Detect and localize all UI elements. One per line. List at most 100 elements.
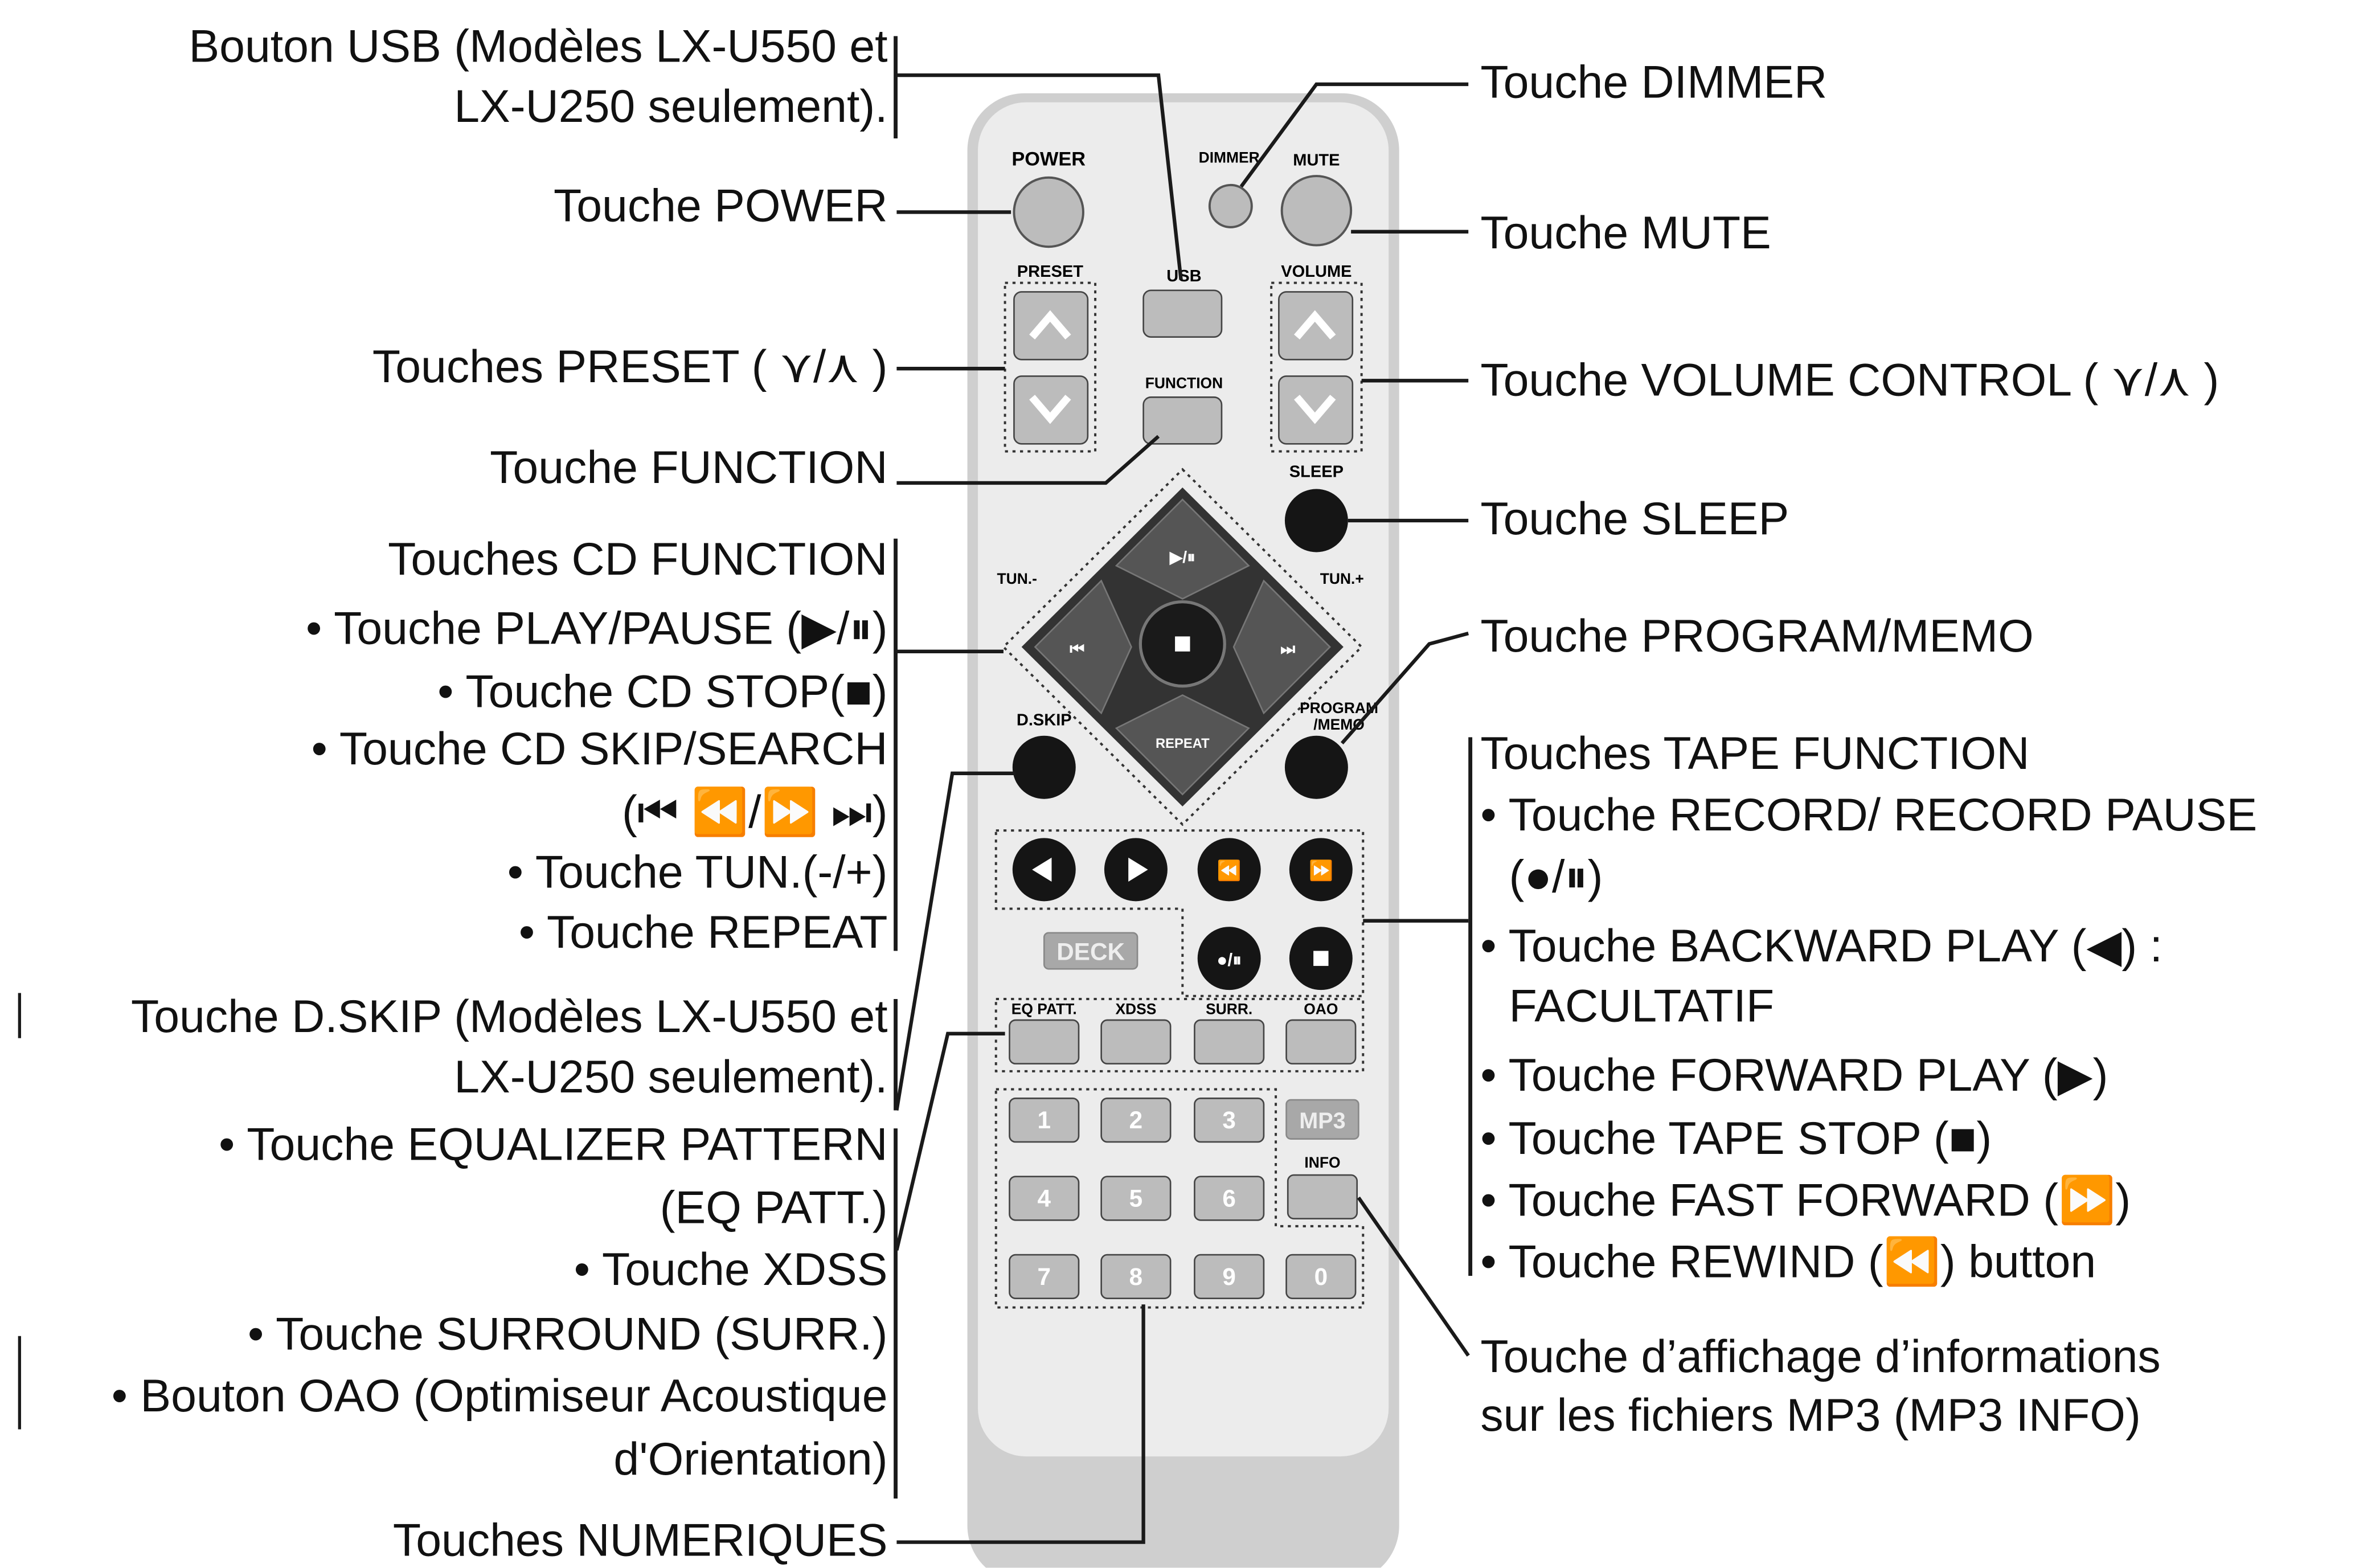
tape-record-label-line2: (●/⏸): [1509, 851, 1603, 903]
tape-fast-forward-label: • Touche FAST FORWARD (⏩): [1480, 1175, 2131, 1226]
rewind-icon: ⏪: [1217, 859, 1242, 882]
stop-icon: [1313, 951, 1329, 966]
eq-patt-key-label: EQ PATT.: [1011, 1000, 1077, 1017]
oao-label-line1: • Bouton OAO (Optimiseur Acoustique: [111, 1370, 888, 1422]
eq-label-line1: • Touche EQUALIZER PATTERN: [219, 1119, 888, 1171]
digit-key-0[interactable]: [1285, 1254, 1357, 1300]
usb-key-label: USB: [1166, 267, 1201, 285]
mute-key[interactable]: [1280, 175, 1353, 247]
xdss-key[interactable]: [1100, 1019, 1172, 1065]
chevron-up-icon: [1294, 310, 1336, 340]
skip-forward-key[interactable]: [1232, 579, 1332, 715]
mp3-info-label-line2: sur les fichiers MP3 (MP3 INFO): [1480, 1390, 2141, 1442]
stop-icon: [1175, 636, 1190, 652]
digit-key-label-8: 8: [1129, 1263, 1143, 1290]
preset-up-key[interactable]: [1013, 291, 1089, 361]
digit-key-2[interactable]: [1100, 1098, 1172, 1143]
mp3-info-label-line1: Touche d’affichage d’informations: [1480, 1331, 2161, 1383]
cd-play-pause-label: • Touche PLAY/PAUSE (▶/⏸): [305, 603, 888, 655]
cd-tun-label: • Touche TUN.(-/+): [507, 847, 888, 899]
digit-key-8[interactable]: [1100, 1254, 1172, 1300]
mute-key-label: MUTE: [1293, 152, 1340, 170]
tape-backward-label-line1: • Touche BACKWARD PLAY (◀) :: [1480, 920, 2163, 972]
program-memo-key[interactable]: [1284, 735, 1348, 799]
usb-label-line1: Bouton USB (Modèles LX-U550 et: [189, 21, 888, 72]
tape-record-label-line1: • Touche RECORD/ RECORD PAUSE: [1480, 789, 2258, 841]
dimmer-key[interactable]: [1208, 183, 1253, 228]
digit-key-4[interactable]: [1009, 1176, 1080, 1221]
digit-key-5[interactable]: [1100, 1176, 1172, 1221]
tape-group-frame: [994, 829, 1365, 997]
digit-key-label-1: 1: [1038, 1107, 1051, 1133]
dimmer-key-label: DIMMER: [1199, 149, 1260, 166]
chevron-up-icon: [1029, 310, 1071, 340]
skip-back-key[interactable]: [1034, 579, 1132, 715]
digit-key-label-7: 7: [1038, 1263, 1051, 1290]
record-pause-icon: ●/⏸: [1217, 949, 1242, 970]
volume-group-label: VOLUME: [1281, 263, 1351, 281]
preset-down-key[interactable]: [1013, 375, 1089, 445]
numeriques-label: Touches NUMERIQUES: [392, 1515, 888, 1566]
cd-skip-label-line2: (⏮ ⏪/⏩ ⏭): [622, 787, 888, 838]
skip-forward-icon: ⏭: [1280, 640, 1295, 658]
tape-rewind-label: • Touche REWIND (⏪) button: [1480, 1237, 2096, 1288]
fast-forward-key[interactable]: [1289, 838, 1353, 902]
digit-key-label-6: 6: [1222, 1185, 1236, 1212]
dskip-key[interactable]: [1012, 735, 1076, 799]
digit-key-9[interactable]: [1194, 1254, 1265, 1300]
tape-function-title: Touches TAPE FUNCTION: [1480, 728, 2030, 780]
digit-key-7[interactable]: [1009, 1254, 1080, 1300]
tun-minus-label: TUN.-: [997, 570, 1037, 587]
eq-label-line2: (EQ PATT.): [660, 1182, 888, 1234]
deck-badge-label: DECK: [1056, 938, 1125, 965]
leader-lines: [895, 73, 1470, 1544]
play-pause-icon: ▶/⏸: [1169, 548, 1195, 567]
function-key[interactable]: [1142, 396, 1223, 445]
surr-key[interactable]: [1194, 1019, 1265, 1065]
program-key-label: PROGRAM: [1300, 699, 1378, 717]
digit-key-3[interactable]: [1194, 1098, 1265, 1143]
digit-key-label-0: 0: [1314, 1263, 1328, 1290]
surround-label: • Touche SURROUND (SURR.): [247, 1309, 888, 1361]
sleep-key[interactable]: [1284, 489, 1348, 552]
repeat-key-label: REPEAT: [1156, 736, 1210, 751]
eq-patt-key[interactable]: [1009, 1019, 1080, 1065]
tape-stop-label: • Touche TAPE STOP (■): [1480, 1113, 1992, 1165]
usb-key[interactable]: [1142, 289, 1223, 338]
dimmer-label: Touche DIMMER: [1480, 57, 1828, 109]
xdss-key-label: XDSS: [1115, 1000, 1156, 1017]
chevron-down-icon: [1294, 395, 1336, 424]
function-label: Touche FUNCTION: [490, 442, 888, 494]
oao-key[interactable]: [1285, 1019, 1357, 1065]
play-pause-key[interactable]: [1115, 498, 1250, 600]
oao-label-line2: d'Orientation): [613, 1434, 888, 1485]
digit-key-6[interactable]: [1194, 1176, 1265, 1221]
fast-forward-icon: ⏩: [1309, 859, 1333, 882]
dskip-key-label: D.SKIP: [1017, 711, 1072, 729]
tape-backward-label-line2: FACULTATIF: [1509, 981, 1775, 1033]
volume-down-key[interactable]: [1278, 375, 1354, 445]
mp3-badge-label: MP3: [1299, 1108, 1345, 1133]
power-label: Touche POWER: [553, 180, 888, 232]
function-key-label: FUNCTION: [1145, 375, 1223, 392]
skip-back-icon: ⏮: [1070, 640, 1084, 658]
tape-forward-label: • Touche FORWARD PLAY (▶): [1480, 1050, 2108, 1102]
memo-key-label: /MEMO: [1313, 716, 1364, 733]
digit-key-label-9: 9: [1222, 1263, 1236, 1290]
surr-key-label: SURR.: [1206, 1000, 1252, 1017]
bracket-bars: [18, 36, 1473, 1499]
power-key[interactable]: [1013, 176, 1084, 248]
record-pause-key[interactable]: [1197, 927, 1261, 990]
xdss-label: • Touche XDSS: [574, 1244, 888, 1296]
digit-key-label-5: 5: [1129, 1185, 1143, 1212]
rewind-key[interactable]: [1197, 838, 1261, 902]
forward-play-icon: [1128, 857, 1148, 882]
mp3-info-key[interactable]: [1287, 1174, 1358, 1220]
info-key-label: INFO: [1304, 1154, 1340, 1171]
volume-up-key[interactable]: [1278, 291, 1354, 361]
repeat-key[interactable]: [1115, 694, 1250, 796]
digit-key-1[interactable]: [1009, 1098, 1080, 1143]
mute-label: Touche MUTE: [1480, 207, 1771, 259]
mp3-badge: [1285, 1099, 1359, 1140]
